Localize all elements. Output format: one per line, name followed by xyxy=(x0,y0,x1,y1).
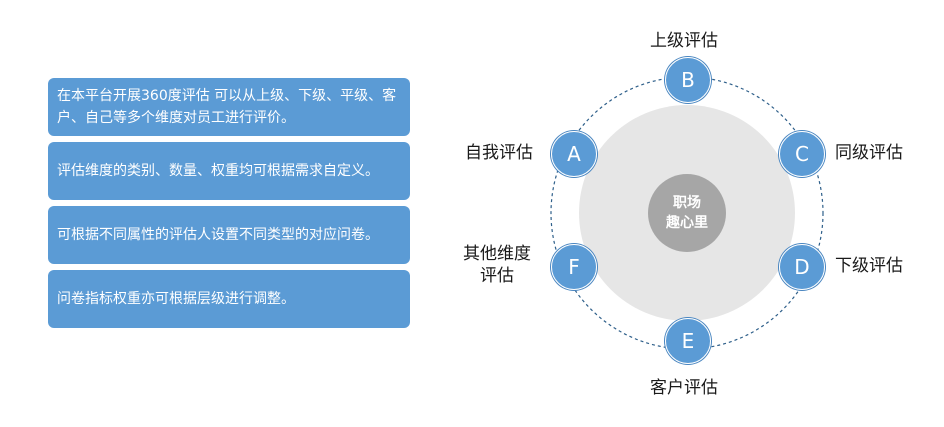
center-logo-line2: 趣心里 xyxy=(666,215,708,231)
label-other-line2: 评估 xyxy=(480,266,514,286)
node-c: C xyxy=(779,131,825,177)
description-text: 在本平台开展360度评估 可以从上级、下级、平级、客户、自己等多个维度对员工进行… xyxy=(57,88,397,126)
center-logo-line1: 职场 xyxy=(673,195,701,211)
description-box: 可根据不同属性的评估人设置不同类型的对应问卷。 xyxy=(48,206,410,264)
node-d-letter: D xyxy=(794,255,810,279)
description-box: 评估维度的类别、数量、权重均可根据需求自定义。 xyxy=(48,142,410,200)
description-text: 问卷指标权重亦可根据层级进行调整。 xyxy=(57,291,295,307)
node-b: B xyxy=(665,57,711,103)
node-e: E xyxy=(665,318,711,364)
center-logo: 职场 趣心里 xyxy=(648,174,726,252)
node-f-letter: F xyxy=(568,255,580,279)
label-subordinate-evaluation: 下级评估 xyxy=(835,256,903,276)
label-peer-evaluation: 同级评估 xyxy=(835,143,903,163)
label-other-line1: 其他维度 xyxy=(463,244,531,264)
description-box: 问卷指标权重亦可根据层级进行调整。 xyxy=(48,270,410,328)
description-box: 在本平台开展360度评估 可以从上级、下级、平级、客户、自己等多个维度对员工进行… xyxy=(48,78,410,136)
label-customer-evaluation: 客户评估 xyxy=(650,378,718,398)
node-b-letter: B xyxy=(681,68,695,92)
node-e-letter: E xyxy=(681,329,695,353)
description-text: 可根据不同属性的评估人设置不同类型的对应问卷。 xyxy=(57,227,379,243)
label-other-dimensions: 其他维度 评估 xyxy=(463,243,531,287)
label-self-evaluation: 自我评估 xyxy=(465,143,533,163)
label-superior-evaluation: 上级评估 xyxy=(650,31,718,51)
node-c-letter: C xyxy=(795,142,809,166)
description-text: 评估维度的类别、数量、权重均可根据需求自定义。 xyxy=(57,163,379,179)
node-a: A xyxy=(551,131,597,177)
node-f: F xyxy=(551,244,597,290)
node-a-letter: A xyxy=(567,142,581,166)
node-d: D xyxy=(779,244,825,290)
